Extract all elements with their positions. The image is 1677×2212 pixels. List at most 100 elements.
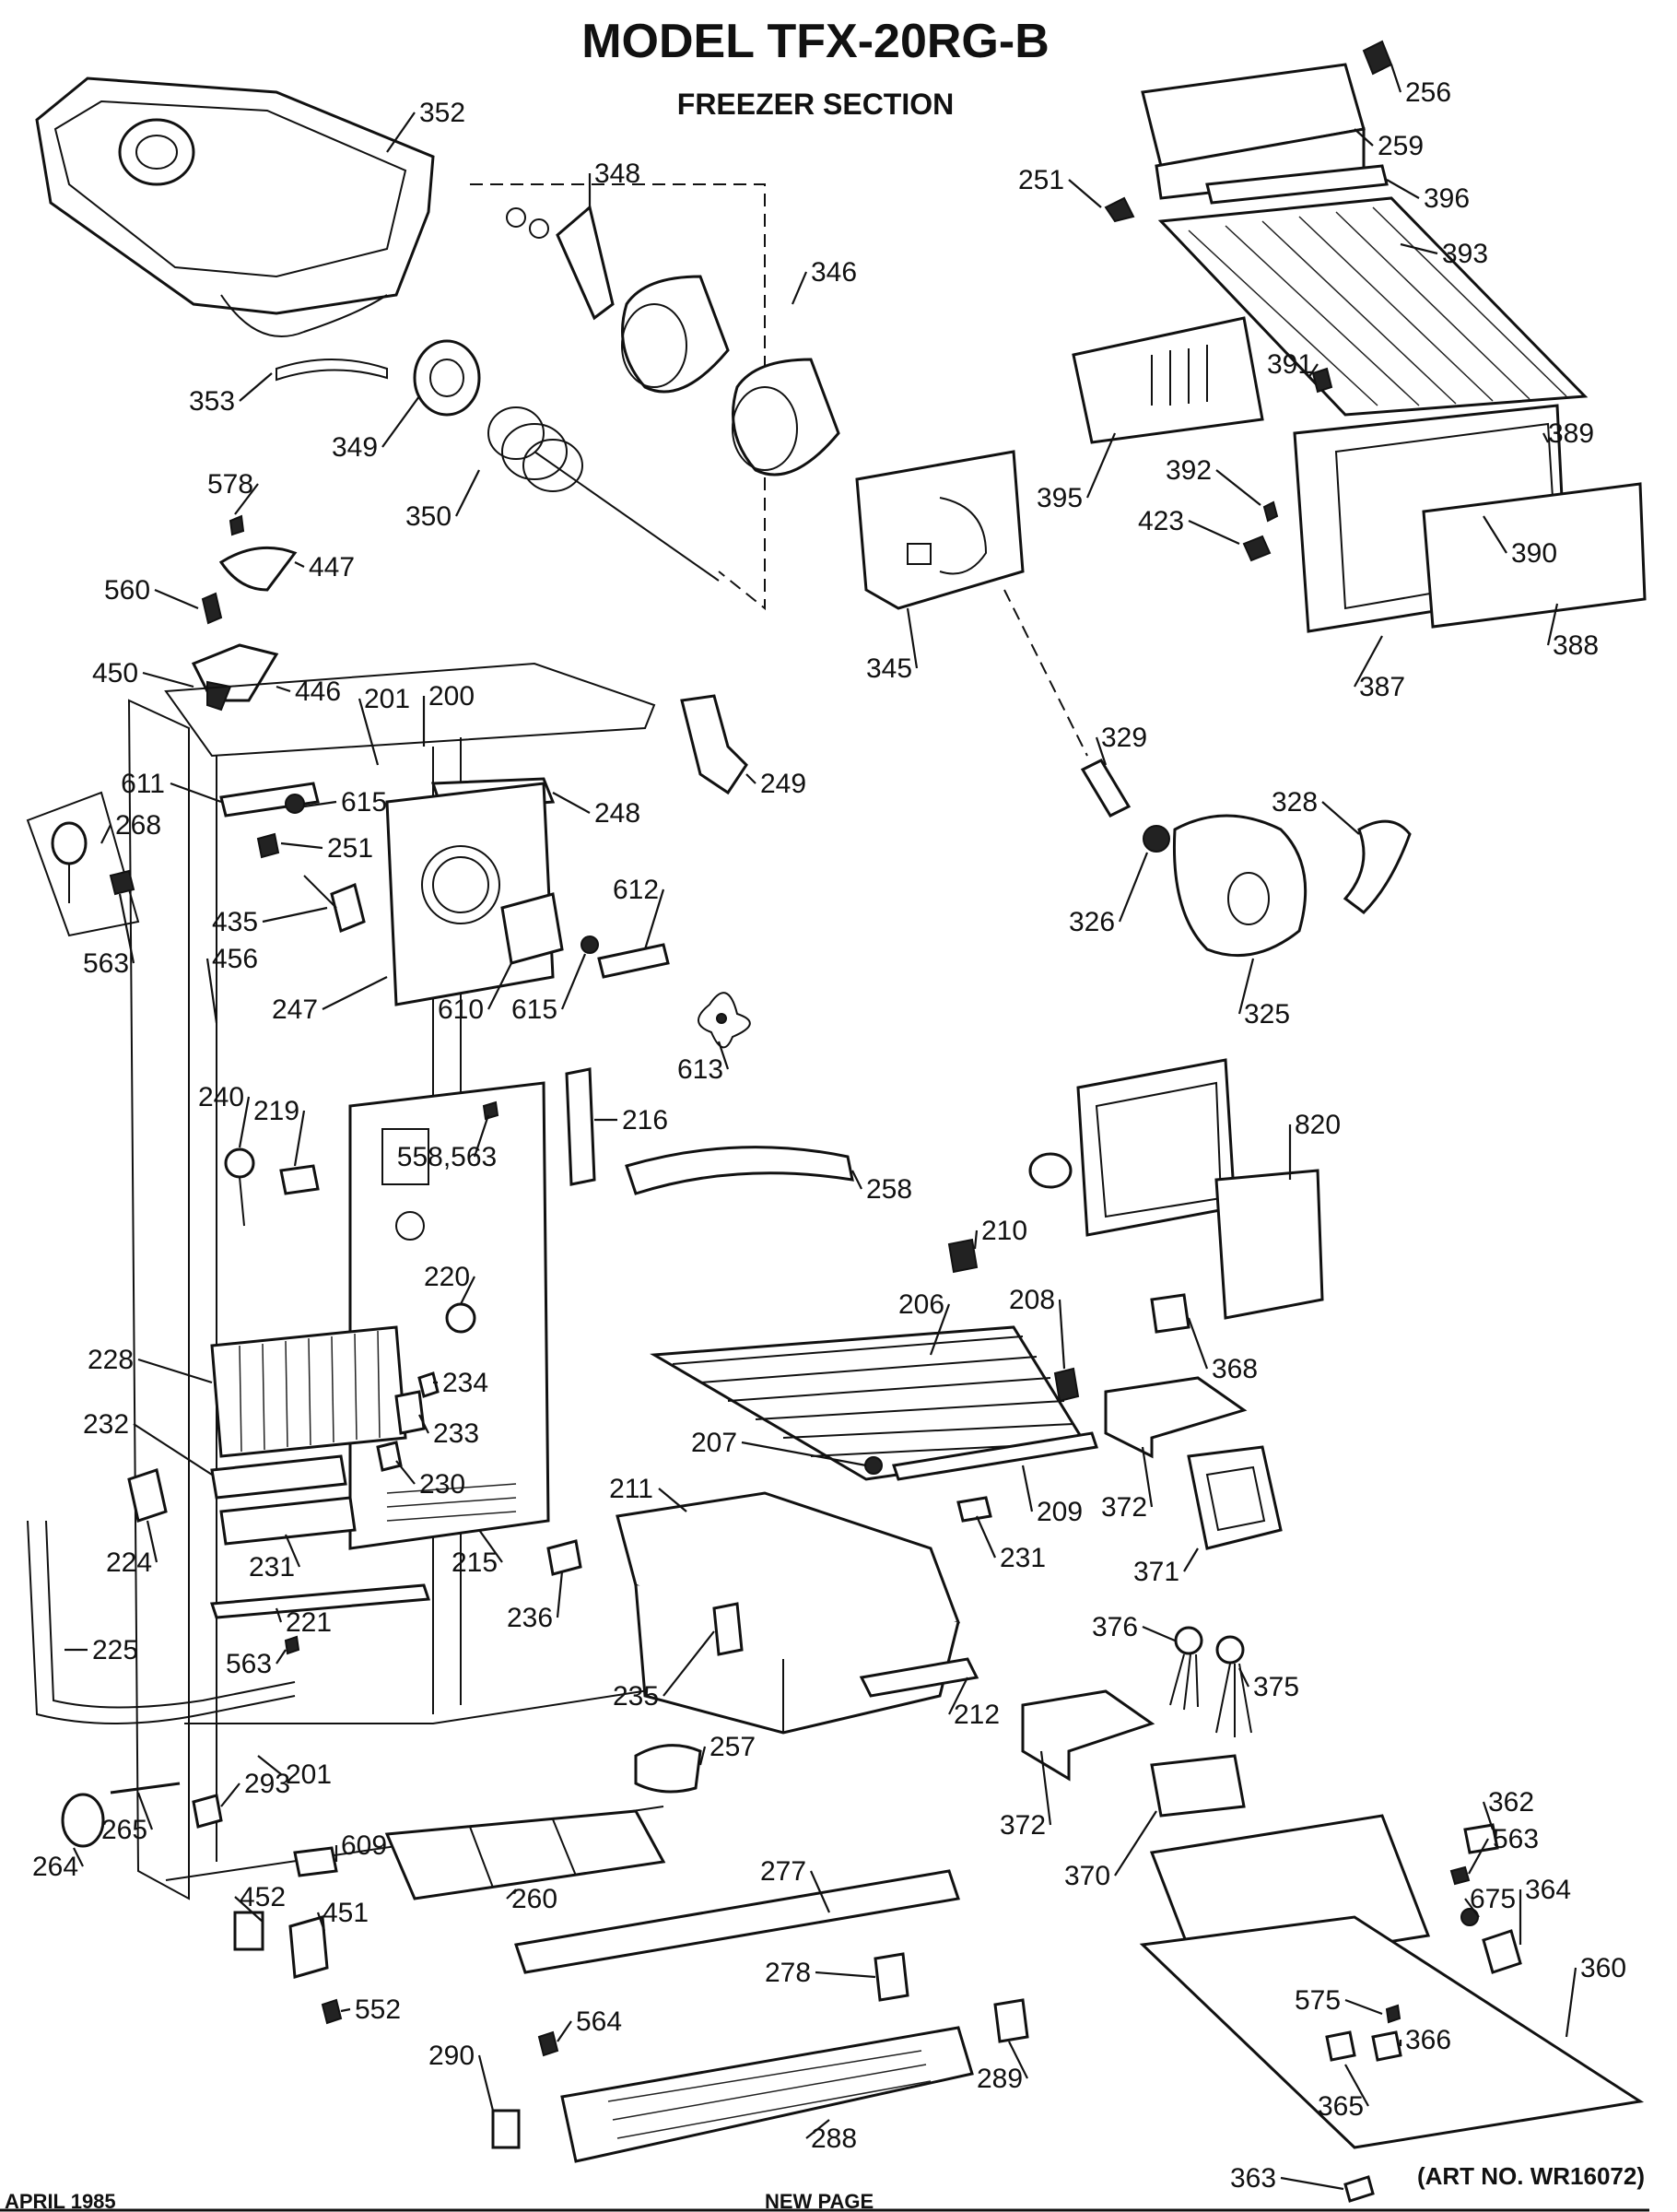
callout-label-c390: 390 — [1511, 538, 1557, 569]
auger-350 — [487, 406, 720, 582]
clip-363 — [1343, 2175, 1375, 2203]
callout-label-c388: 388 — [1553, 630, 1599, 661]
callout-leader-c265 — [136, 1792, 154, 1830]
cap-290 — [491, 2109, 521, 2149]
callout-label-c208: 208 — [1009, 1285, 1055, 1315]
callout-leader-c560 — [154, 588, 199, 610]
callout-label-c435: 435 — [212, 907, 258, 937]
callout-leader-c251b — [280, 841, 323, 850]
callout-leader-c365 — [1344, 2064, 1369, 2107]
callout-leader-c578 — [234, 483, 259, 515]
callout-leader-c610 — [487, 962, 512, 1010]
screw-558 — [482, 1100, 499, 1121]
callout-leader-c251a — [1068, 179, 1102, 208]
callout-leader-c329 — [1095, 736, 1108, 766]
callout-label-c289: 289 — [977, 2064, 1023, 2094]
callout-leader-c208 — [1058, 1299, 1066, 1370]
bin-handle-212 — [859, 1657, 979, 1698]
shaft-329 — [1080, 759, 1132, 818]
callout-leader-c230 — [395, 1460, 416, 1485]
callout-label-c389: 389 — [1548, 418, 1594, 449]
callout-leader-c423 — [1188, 519, 1240, 546]
dash-guide-motor — [1003, 589, 1088, 757]
callout-label-c615a: 615 — [341, 787, 387, 818]
clip-256 — [1362, 40, 1393, 76]
callout-leader-c388 — [1546, 603, 1559, 646]
heater-231 — [219, 1496, 357, 1546]
bracket-368 — [1150, 1293, 1190, 1334]
bracket-396 — [1205, 164, 1389, 205]
callout-leader-c575 — [1344, 1998, 1383, 2016]
callout-label-c615b: 615 — [511, 994, 557, 1025]
callout-label-c345: 345 — [866, 653, 912, 684]
callout-label-c609: 609 — [341, 1830, 387, 1861]
switch-289 — [993, 1998, 1029, 2043]
callout-label-c563c: 563 — [1493, 1824, 1539, 1854]
callout-label-c610: 610 — [438, 994, 484, 1025]
screw-575 — [1385, 2004, 1401, 2024]
clip-251 — [256, 832, 280, 859]
callout-leader-c209 — [1021, 1465, 1034, 1512]
callout-label-c360: 360 — [1580, 1953, 1626, 1983]
dispenser-housing-360 — [1139, 1814, 1645, 2149]
strap-611 — [219, 782, 320, 818]
callout-label-c206: 206 — [898, 1289, 944, 1320]
callout-label-c563a: 563 — [83, 948, 129, 979]
callout-label-c353: 353 — [189, 386, 235, 417]
mount-447 — [218, 546, 298, 592]
callout-label-c396: 396 — [1424, 183, 1470, 214]
callout-leader-c249 — [745, 773, 756, 784]
callout-label-c350: 350 — [405, 501, 452, 532]
callout-leader-c372b — [1039, 1750, 1052, 1826]
callout-leader-c215 — [478, 1529, 503, 1563]
drain-heater-224 — [127, 1468, 168, 1523]
evaporator-228 — [210, 1325, 407, 1458]
grille-288 — [560, 2026, 974, 2163]
callout-label-c221: 221 — [286, 1607, 332, 1638]
callout-label-c393: 393 — [1442, 239, 1488, 269]
callout-label-c387: 387 — [1359, 672, 1405, 702]
callout-leader-c219 — [293, 1110, 306, 1167]
callout-leader-c363 — [1280, 2176, 1344, 2191]
bucket-retainer-353 — [276, 359, 388, 382]
callout-leader-c376 — [1142, 1625, 1176, 1642]
callout-label-c231a: 231 — [249, 1552, 295, 1583]
callout-label-c235: 235 — [613, 1681, 659, 1712]
callout-label-c552: 552 — [355, 1994, 401, 2025]
callout-leader-c206 — [929, 1303, 951, 1356]
grommet-615b — [580, 935, 599, 954]
drawer-cover-393 — [1157, 196, 1589, 417]
callout-label-c329: 329 — [1101, 723, 1147, 753]
callout-leader-c211 — [658, 1488, 687, 1512]
callout-label-c211: 211 — [609, 1474, 653, 1504]
screw-564 — [537, 2030, 559, 2057]
callout-label-c370: 370 — [1064, 1861, 1110, 1891]
cover-372b — [1021, 1689, 1155, 1782]
diagram-title: MODEL TFX-20RG-B — [581, 15, 1050, 68]
lamp-socket-assembly — [26, 791, 140, 937]
callout-leader-c558 — [473, 1114, 490, 1158]
callout-leader-c220 — [460, 1276, 475, 1305]
shelf-rail-209 — [892, 1431, 1098, 1481]
callout-leader-c371 — [1183, 1547, 1199, 1572]
callout-label-c450: 450 — [92, 658, 138, 688]
callout-leader-c396 — [1386, 179, 1420, 199]
callout-leader-c615a — [303, 800, 337, 808]
callout-leader-c257 — [698, 1746, 707, 1766]
clip-251-top — [1104, 196, 1135, 223]
callout-label-c257: 257 — [710, 1732, 756, 1762]
callout-leader-c393 — [1400, 242, 1438, 255]
callout-label-c278: 278 — [765, 1958, 811, 1988]
callout-label-c216: 216 — [622, 1105, 668, 1135]
callout-leader-c345 — [906, 607, 919, 669]
callout-label-c201a: 201 — [364, 684, 410, 714]
callout-label-c288: 288 — [811, 2124, 857, 2154]
callout-leader-c353 — [239, 372, 273, 402]
callout-label-c364: 364 — [1525, 1875, 1571, 1905]
drawer-side-395 — [1072, 316, 1264, 444]
callout-leader-c277 — [809, 1870, 831, 1913]
callout-leader-c247 — [322, 976, 388, 1010]
callout-leader-c447 — [294, 561, 305, 568]
callout-label-c560: 560 — [104, 575, 150, 606]
callout-leader-c228 — [137, 1358, 213, 1384]
